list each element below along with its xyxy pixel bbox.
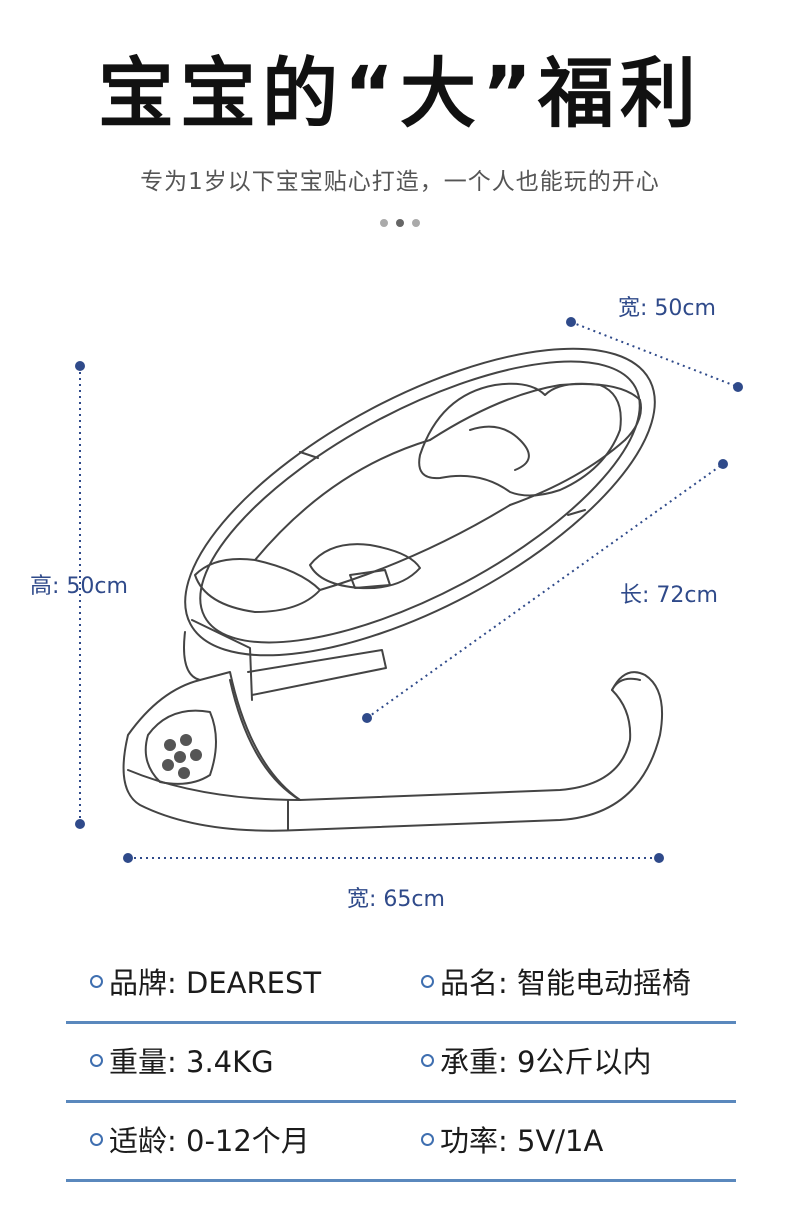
bullet-icon: [90, 974, 103, 988]
spec-item: 品名: 智能电动摇椅: [421, 943, 691, 1019]
spec-item: 功率: 5V/1A: [421, 1101, 603, 1177]
spec-row: 适龄: 0-12个月 功率: 5V/1A: [66, 1101, 736, 1182]
spec-row: 品牌: DEAREST 品名: 智能电动摇椅: [66, 943, 736, 1024]
bullet-icon: [90, 1053, 103, 1067]
page-title: 宝宝的“大”福利: [98, 49, 702, 138]
spec-item: 重量: 3.4KG: [90, 1022, 274, 1098]
length-label: 长: 72cm: [620, 583, 718, 608]
carousel-dot[interactable]: [412, 219, 420, 227]
spec-load: 承重: 9公斤以内: [440, 1045, 652, 1079]
rocker-dimension-diagram: [75, 317, 743, 863]
page-subtitle: 专为1岁以下宝宝贴心打造，一个人也能玩的开心: [140, 169, 660, 195]
carousel-dot[interactable]: [380, 219, 388, 227]
spec-product-name: 品名: 智能电动摇椅: [440, 966, 691, 1000]
bullet-icon: [90, 1132, 103, 1146]
bullet-icon: [421, 974, 434, 988]
spec-item: 承重: 9公斤以内: [421, 1022, 651, 1098]
width-top-dimension-line: [570, 321, 739, 388]
spec-row: 重量: 3.4KG 承重: 9公斤以内: [66, 1022, 736, 1103]
spec-weight: 重量: 3.4KG: [109, 1045, 274, 1079]
carousel-dot-active[interactable]: [396, 219, 404, 227]
baby-rocker-illustration: [122, 347, 664, 832]
spec-item: 品牌: DEAREST: [90, 943, 321, 1019]
bullet-icon: [421, 1053, 434, 1067]
bullet-icon: [421, 1132, 434, 1146]
speaker-icon: [162, 734, 202, 779]
height-label: 高: 50cm: [30, 574, 128, 599]
carousel-dots: [0, 219, 800, 227]
spec-item: 适龄: 0-12个月: [90, 1101, 310, 1177]
spec-brand: 品牌: DEAREST: [109, 966, 322, 1000]
width-bottom-label: 宽: 65cm: [347, 887, 445, 912]
spec-age: 适龄: 0-12个月: [109, 1124, 310, 1158]
width-top-label: 宽: 50cm: [618, 296, 716, 321]
spec-power: 功率: 5V/1A: [440, 1124, 604, 1158]
length-dimension-line: [366, 463, 724, 719]
